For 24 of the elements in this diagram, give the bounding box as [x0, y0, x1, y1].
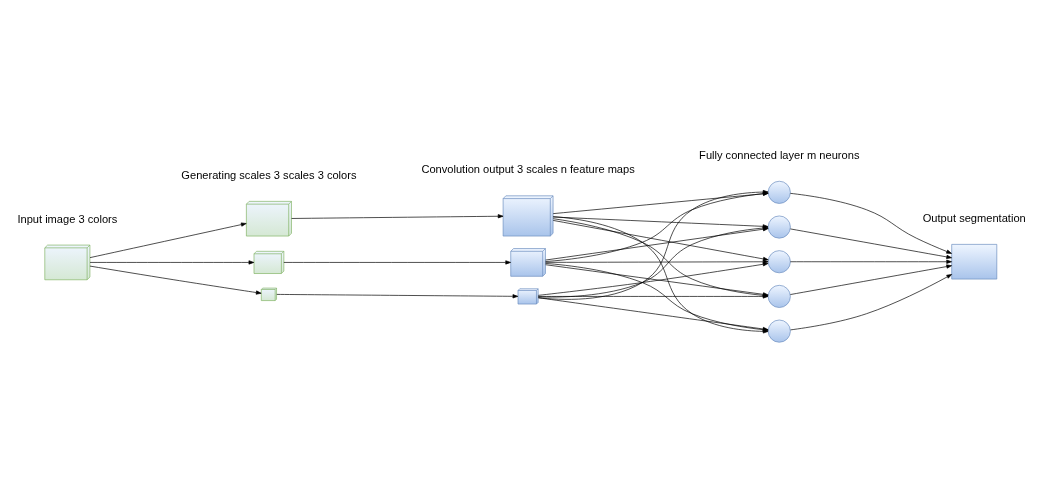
node-circle — [767, 180, 791, 204]
arrow — [89, 259, 255, 264]
arrow — [291, 213, 504, 219]
arrow — [552, 191, 769, 214]
label: Output segmentation — [922, 211, 1026, 224]
node-circle — [767, 215, 791, 238]
arrow — [89, 265, 262, 295]
arrow — [790, 264, 952, 295]
arrow — [276, 293, 519, 298]
label: Input image 3 colors — [17, 212, 118, 225]
arrow — [545, 259, 769, 264]
arrow — [283, 259, 511, 264]
label: Convolution output 3 scales n feature maps — [421, 162, 635, 175]
arrow — [790, 259, 952, 264]
node-box — [951, 243, 998, 279]
node-circle — [767, 284, 791, 308]
arrow — [790, 228, 952, 259]
node-circle — [767, 249, 791, 273]
label: Generating scales 3 scales 3 colors — [181, 168, 357, 181]
label: Fully connected layer m neurons — [699, 148, 860, 161]
node-circle — [767, 319, 791, 343]
arrow — [790, 273, 953, 330]
arrow — [790, 192, 952, 254]
arrow — [89, 222, 247, 258]
